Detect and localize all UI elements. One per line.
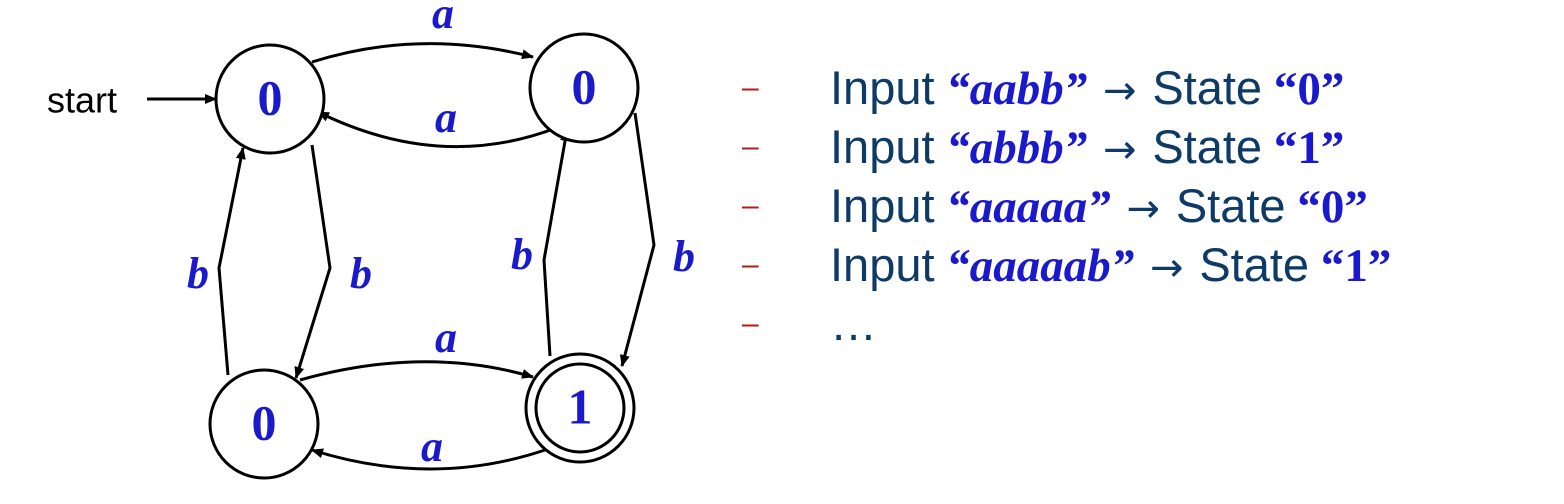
state-value: 0 xyxy=(1297,63,1321,115)
transition-a-bottom-right-to-bottom-left xyxy=(311,448,546,471)
input-string: aaaaab xyxy=(969,240,1111,292)
close-quote: ” xyxy=(1110,240,1135,292)
close-quote: ” xyxy=(1063,63,1088,115)
state-word: State xyxy=(1199,238,1310,291)
state-label: 0 xyxy=(252,394,277,450)
edge-label-a: a xyxy=(435,93,457,142)
edge-label-a: a xyxy=(421,422,443,471)
edge-label-a: a xyxy=(432,0,454,38)
transition-b-bottom-right-to-top-right xyxy=(542,129,571,357)
edge-label-b: b xyxy=(350,249,372,298)
close-quote: ” xyxy=(1367,240,1392,292)
state-top-right: 0 xyxy=(528,32,640,144)
state-top-left: 0 xyxy=(214,43,326,155)
dash-bullet: – xyxy=(742,189,759,222)
input-word: Input xyxy=(830,120,935,173)
right-arrow-icon: → xyxy=(1150,245,1184,291)
open-quote: “ xyxy=(1273,63,1298,115)
open-quote: “ xyxy=(1273,122,1298,174)
dash-bullet: – xyxy=(742,307,759,340)
state-word: State xyxy=(1152,120,1263,173)
automaton-diagram: start a a a a b b b b 0 0 0 1 xyxy=(47,0,695,480)
state-word: State xyxy=(1175,179,1286,232)
close-quote: ” xyxy=(1320,122,1345,174)
input-string: abbb xyxy=(969,122,1064,174)
transition-b-bottom-left-to-top-left xyxy=(217,147,246,376)
open-quote: “ xyxy=(1297,181,1321,233)
transition-a-top-left-to-top-right xyxy=(311,42,534,64)
input-string: aabb xyxy=(969,63,1064,115)
state-label: 1 xyxy=(568,378,593,434)
close-quote: ” xyxy=(1087,181,1111,233)
transition-b-top-left-to-bottom-left xyxy=(294,144,332,379)
close-quote: ” xyxy=(1063,122,1088,174)
edge-label-b: b xyxy=(673,232,695,281)
input-word: Input xyxy=(830,61,935,114)
example-text: Input “aaaaa” → State “0” xyxy=(830,176,1368,239)
open-quote: “ xyxy=(946,181,970,233)
example-text: Input “abbb” → State “1” xyxy=(830,117,1344,180)
state-value: 0 xyxy=(1320,181,1345,233)
right-arrow-icon: → xyxy=(1126,186,1161,232)
transition-a-top-right-to-top-left xyxy=(317,110,557,149)
close-quote: ” xyxy=(1344,181,1368,233)
close-quote: ” xyxy=(1320,63,1345,115)
dash-bullet: – xyxy=(742,248,759,281)
ellipsis-text: … xyxy=(830,297,877,350)
state-bottom-right-accepting: 1 xyxy=(524,352,636,464)
right-arrow-icon: → xyxy=(1103,68,1137,114)
state-value: 1 xyxy=(1297,122,1321,174)
open-quote: “ xyxy=(946,240,970,292)
example-text: Input “aaaaab” → State “1” xyxy=(830,235,1391,298)
example-text: Input “aabb” → State “0” xyxy=(830,58,1344,121)
dash-bullet: – xyxy=(742,130,759,163)
dash-bullet: – xyxy=(742,71,759,104)
state-value: 1 xyxy=(1344,240,1368,292)
state-label: 0 xyxy=(258,69,283,125)
start-label: start xyxy=(47,80,117,121)
open-quote: “ xyxy=(1320,240,1345,292)
input-word: Input xyxy=(830,179,935,232)
input-word: Input xyxy=(830,238,935,291)
state-bottom-left: 0 xyxy=(208,368,320,480)
open-quote: “ xyxy=(946,63,970,115)
right-arrow-icon: → xyxy=(1103,127,1137,173)
open-quote: “ xyxy=(946,122,970,174)
transition-a-bottom-left-to-bottom-right xyxy=(299,360,534,382)
edge-label-b: b xyxy=(187,249,209,298)
state-word: State xyxy=(1152,61,1263,114)
edge-label-a: a xyxy=(435,313,457,362)
state-label: 0 xyxy=(572,58,597,114)
transition-b-top-right-to-bottom-right xyxy=(619,112,656,367)
input-string: aaaaa xyxy=(969,181,1088,233)
edge-label-b: b xyxy=(511,230,533,279)
